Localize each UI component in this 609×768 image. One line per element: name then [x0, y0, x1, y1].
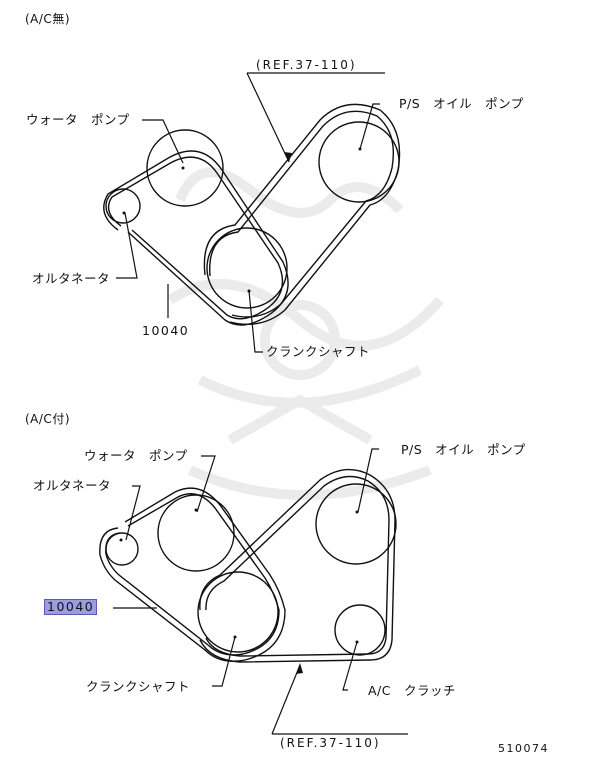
top-water-pump-pulley: [146, 129, 224, 207]
bottom-label-ac-clutch: A/C クラッチ: [368, 683, 456, 698]
bottom-ref-arrow-icon: [296, 663, 303, 674]
top-belt-diagram: [103, 103, 401, 326]
bottom-ps-pump-pulley: [315, 483, 397, 565]
top-label-ps-pump: P/S オイル ポンプ: [399, 96, 524, 111]
top-ref-arrow-icon: [284, 152, 292, 162]
section-label-with-ac: (A/C付): [25, 412, 70, 426]
top-label-crankshaft: クランクシャフト: [266, 344, 371, 359]
bottom-label-alternator: オルタネータ: [33, 478, 112, 493]
top-part-number[interactable]: 10040: [142, 323, 190, 338]
figure-code: 510074: [498, 742, 549, 755]
top-leader-lines: [116, 72, 385, 353]
top-label-alternator: オルタネータ: [32, 271, 111, 286]
top-alternator-pulley: [105, 188, 141, 224]
bottom-water-pump-pulley: [157, 494, 235, 572]
top-ref-link[interactable]: (REF.37-110): [256, 58, 357, 72]
bottom-ref-link[interactable]: (REF.37-110): [280, 736, 381, 750]
watermark-emblem: [167, 167, 444, 500]
bottom-alternator-pulley: [105, 532, 139, 566]
bottom-label-ps-pump: P/S オイル ポンプ: [401, 442, 526, 457]
section-label-no-ac: (A/C無): [25, 12, 70, 26]
bottom-belt-diagram: [99, 468, 397, 663]
bottom-part-number-highlighted[interactable]: 10040: [44, 599, 98, 615]
bottom-label-water-pump: ウォータ ポンプ: [84, 448, 188, 463]
bottom-leader-lines: [113, 448, 408, 735]
top-crankshaft-pulley: [206, 227, 288, 309]
bottom-crankshaft-pulley: [197, 571, 279, 653]
top-label-water-pump: ウォータ ポンプ: [26, 112, 130, 127]
bottom-ac-clutch-pulley: [334, 604, 386, 656]
bottom-label-crankshaft: クランクシャフト: [86, 679, 191, 694]
